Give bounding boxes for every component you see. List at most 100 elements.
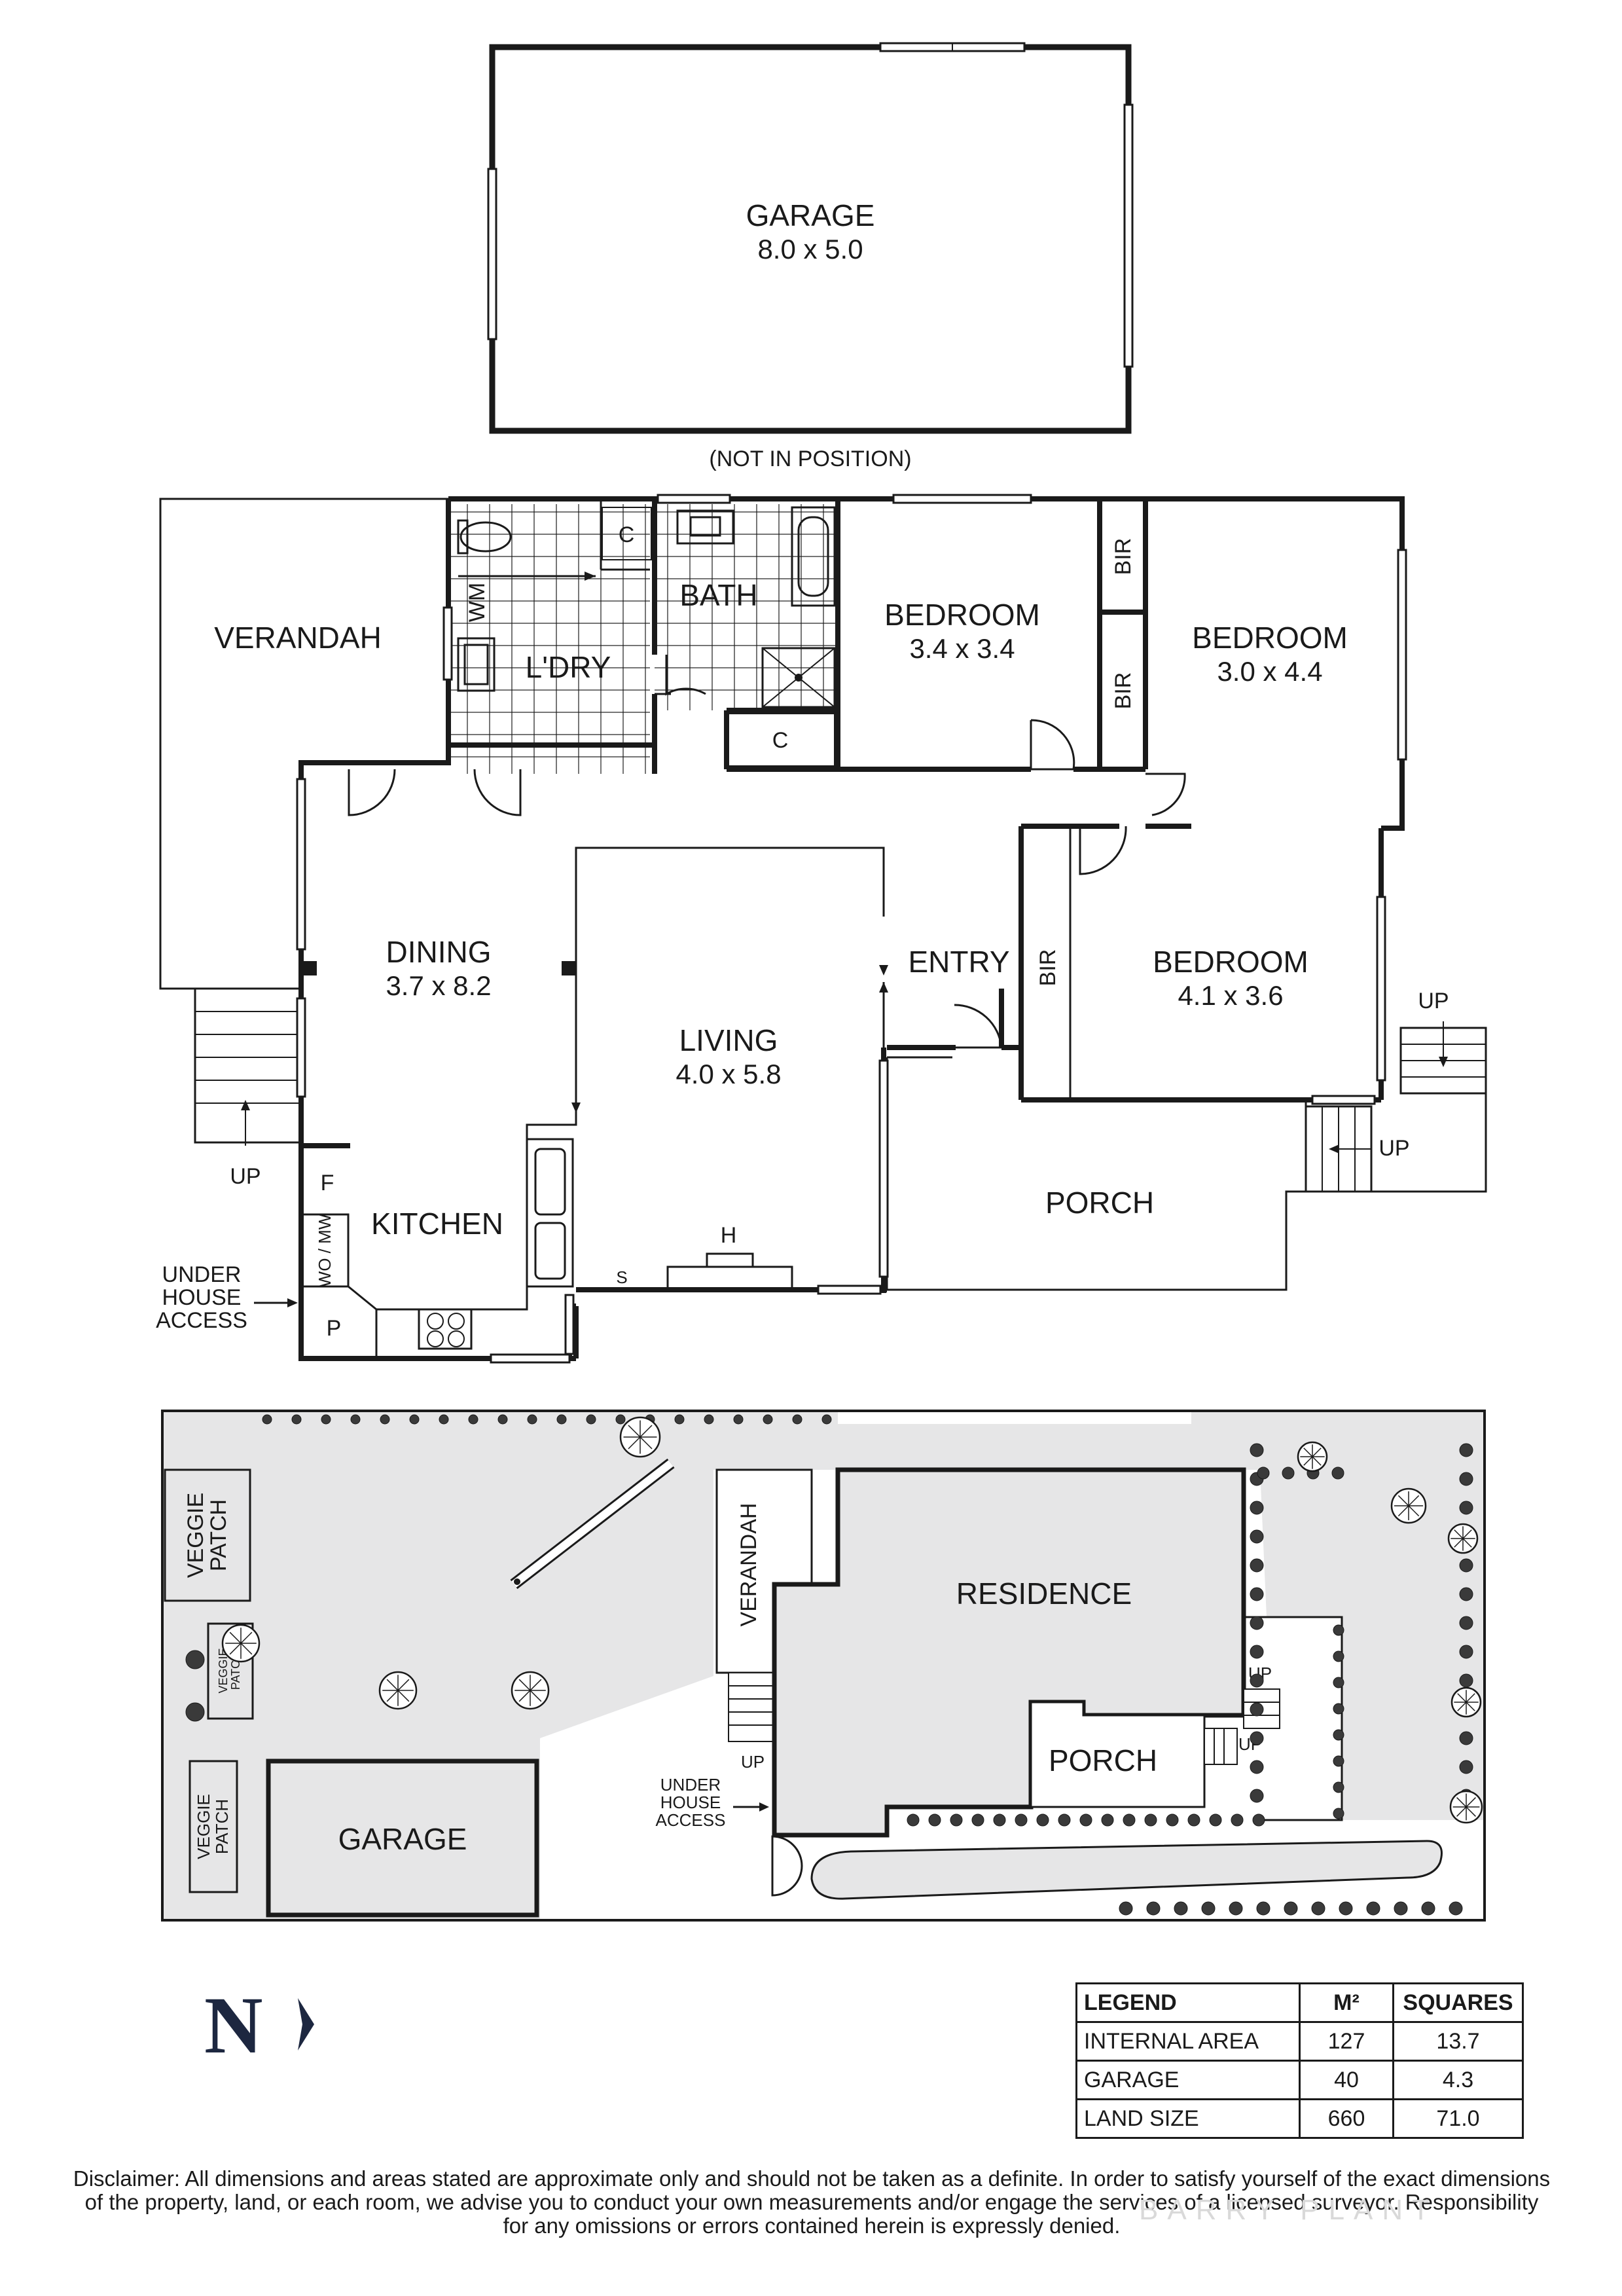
shrub-icon — [527, 1414, 537, 1425]
bedroom3-size: 4.1 x 3.6 — [1178, 980, 1283, 1011]
tree-icon — [1451, 1686, 1482, 1718]
wo-mw-label: WO / MW — [315, 1213, 334, 1287]
shrub-icon — [1339, 1901, 1353, 1916]
shrub-icon — [1366, 1901, 1380, 1916]
bir-label-2: BIR — [1111, 672, 1136, 710]
fridge-label: F — [321, 1171, 334, 1195]
shrub-icon — [185, 1702, 205, 1722]
shrub-icon — [1101, 1813, 1114, 1827]
shrub-icon — [1459, 1443, 1473, 1457]
shrub-icon — [1333, 1703, 1344, 1715]
shrub-icon — [1449, 1901, 1463, 1916]
up-label-porch-right: UP — [1418, 989, 1449, 1013]
shrub-icon — [1394, 1901, 1408, 1916]
veggie-patch-3-line1: VEGGIE — [194, 1794, 213, 1859]
garage-plan: GARAGE 8.0 x 5.0 (NOT IN POSITION) — [487, 42, 1134, 471]
shrub-icon — [1146, 1901, 1161, 1916]
area-legend-table: LEGEND M² SQUARES INTERNAL AREA 127 13.7… — [1075, 1982, 1524, 2139]
under-house-access-2: HOUSE — [162, 1285, 242, 1310]
entry-label: ENTRY — [908, 945, 1009, 979]
shrub-icon — [1209, 1813, 1222, 1827]
shrub-icon — [950, 1813, 963, 1827]
shrub-icon — [1250, 1616, 1264, 1630]
shrub-icon — [928, 1813, 941, 1827]
shrub-icon — [1311, 1901, 1325, 1916]
shrub-icon — [704, 1414, 714, 1425]
legend-row-squares: 71.0 — [1392, 2098, 1524, 2139]
legend-row: GARAGE 40 4.3 — [1075, 2060, 1524, 2100]
shrub-icon — [1459, 1760, 1473, 1774]
legend-row-squares: 13.7 — [1392, 2021, 1524, 2062]
shrub-icon — [1250, 1443, 1264, 1457]
shrub-icon — [1459, 1645, 1473, 1659]
s-label: S — [616, 1267, 627, 1287]
living-size: 4.0 x 5.8 — [676, 1059, 781, 1089]
tree-icon — [1390, 1487, 1427, 1524]
disclaimer-text: Disclaimer: All dimensions and areas sta… — [73, 2166, 1551, 2238]
shrub-icon — [291, 1414, 302, 1425]
site-up-label-verandah: UP — [741, 1752, 765, 1772]
north-arrow-icon — [298, 1998, 314, 2050]
shrub-icon — [1459, 1472, 1473, 1486]
shrub-icon — [1333, 1650, 1344, 1662]
bedroom2-label: BEDROOM — [1192, 621, 1348, 655]
shrub-icon — [1333, 1729, 1344, 1741]
shrub-icon — [1250, 1645, 1264, 1659]
site-porch-label: PORCH — [1049, 1743, 1157, 1777]
shrub-icon — [1250, 1702, 1264, 1717]
tree-icon — [1449, 1790, 1483, 1824]
north-letter: N — [204, 1980, 263, 2070]
tree-icon — [619, 1416, 661, 1458]
legend-row-label: INTERNAL AREA — [1075, 2021, 1301, 2062]
garage-label: GARAGE — [746, 198, 875, 232]
site-under-house-access-1: UNDER — [660, 1775, 721, 1795]
legend-row: INTERNAL AREA 127 13.7 — [1075, 2021, 1524, 2062]
legend-row-m2: 40 — [1299, 2060, 1394, 2100]
tree-icon — [1297, 1441, 1328, 1472]
legend-row-m2: 127 — [1299, 2021, 1394, 2062]
house-plan: UP — [156, 494, 1487, 1364]
shrub-icon — [763, 1414, 773, 1425]
site-plan: VEGGIE PATCH VEGGIE PATCH VEGGIE PATCH G… — [161, 1410, 1486, 1922]
tree-icon — [221, 1624, 261, 1663]
tree-icon — [1447, 1523, 1479, 1554]
legend-header-label: LEGEND — [1075, 1982, 1301, 2023]
bedroom3-label: BEDROOM — [1153, 945, 1308, 979]
shrub-icon — [1079, 1813, 1092, 1827]
shrub-icon — [821, 1414, 832, 1425]
shrub-icon — [350, 1414, 361, 1425]
under-house-access-3: ACCESS — [156, 1308, 247, 1333]
shrub-icon — [1250, 1501, 1264, 1515]
shrub-icon — [1459, 1501, 1473, 1515]
legend-row-label: LAND SIZE — [1075, 2098, 1301, 2139]
shrub-icon — [1252, 1813, 1265, 1827]
shrub-icon — [1036, 1813, 1049, 1827]
under-house-access-1: UNDER — [162, 1262, 242, 1287]
verandah-steps — [194, 987, 301, 1146]
shrub-icon — [262, 1414, 272, 1425]
laundry-label: L'DRY — [526, 650, 611, 684]
shrub-icon — [674, 1414, 685, 1425]
shrub-icon — [1174, 1901, 1188, 1916]
shrub-icon — [1250, 1673, 1264, 1688]
shrub-icon — [1058, 1813, 1071, 1827]
kitchen-label: KITCHEN — [371, 1207, 503, 1241]
agency-watermark: BARRY PLANT — [1139, 2194, 1439, 2226]
shrub-icon — [1123, 1813, 1136, 1827]
site-vegetation — [185, 1414, 1483, 1916]
porch-steps — [1305, 1021, 1487, 1193]
not-in-position-note: (NOT IN POSITION) — [709, 446, 911, 471]
verandah-label: VERANDAH — [214, 621, 382, 655]
shrub-icon — [1333, 1781, 1344, 1793]
shrub-icon — [1459, 1731, 1473, 1745]
shrub-icon — [556, 1414, 567, 1425]
dining-label: DINING — [386, 935, 492, 969]
shrub-icon — [1144, 1813, 1157, 1827]
shrub-icon — [1459, 1558, 1473, 1573]
legend-row-squares: 4.3 — [1392, 2060, 1524, 2100]
bedroom2-size: 3.0 x 4.4 — [1217, 656, 1322, 687]
shrub-icon — [1201, 1901, 1216, 1916]
shrub-icon — [1250, 1529, 1264, 1544]
site-garage-label: GARAGE — [338, 1822, 467, 1856]
shrub-icon — [1459, 1587, 1473, 1601]
